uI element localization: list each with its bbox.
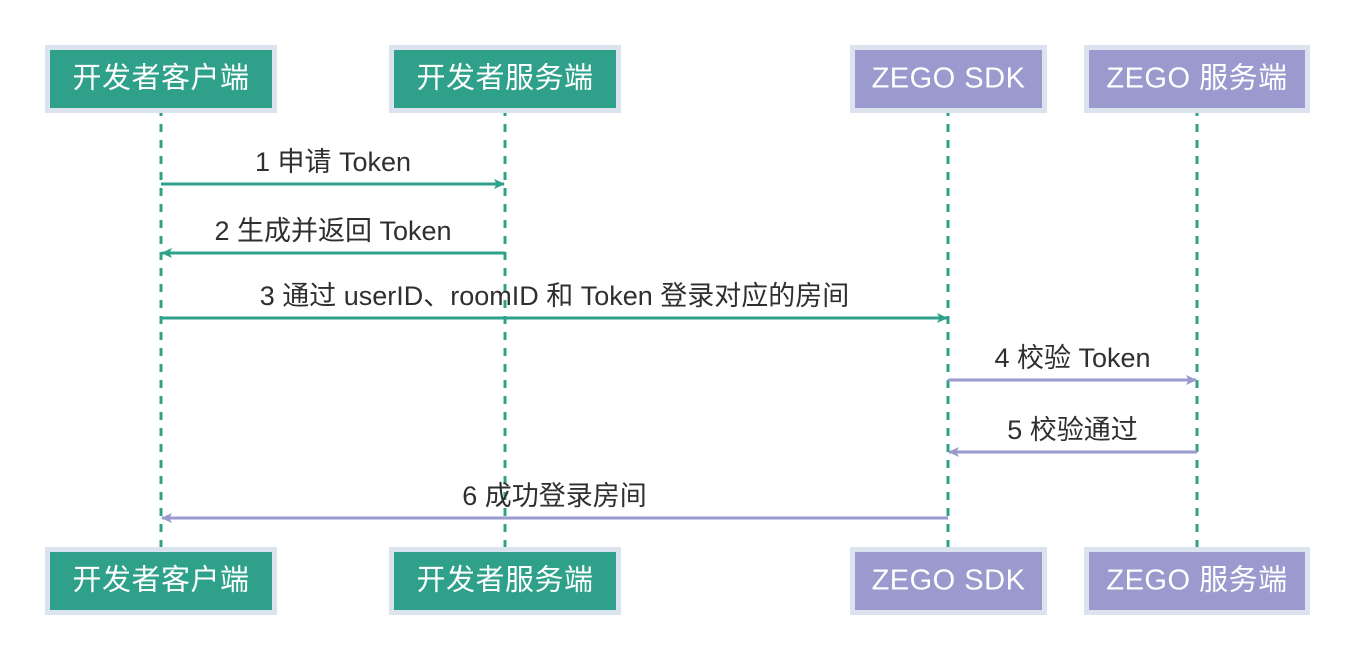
participant-box-fill xyxy=(50,552,272,610)
message-label-4: 4 校验 Token xyxy=(994,343,1150,373)
participant-label-dev-server: 开发者服务端 xyxy=(416,62,593,95)
participant-label-dev-client: 开发者客户端 xyxy=(72,564,249,597)
participant-zego-sdk-top[interactable]: ZEGO SDK xyxy=(850,45,1047,113)
message-6: 6 成功登录房间 xyxy=(161,481,948,523)
participant-label-zego-server: ZEGO 服务端 xyxy=(1106,62,1287,95)
participant-label-dev-server: 开发者服务端 xyxy=(416,564,593,597)
lifelines-group xyxy=(159,108,1199,552)
participant-label-zego-sdk: ZEGO SDK xyxy=(872,63,1026,95)
participant-box-fill xyxy=(855,552,1042,610)
participant-box-fill xyxy=(855,50,1042,108)
message-label-5: 5 校验通过 xyxy=(1007,415,1138,445)
participant-dev-server-bottom[interactable]: 开发者服务端 xyxy=(389,547,621,615)
participant-dev-client-bottom[interactable]: 开发者客户端 xyxy=(45,547,277,615)
participant-box-fill xyxy=(50,50,272,108)
participant-dev-server-top[interactable]: 开发者服务端 xyxy=(389,45,621,113)
participant-zego-server-bottom[interactable]: ZEGO 服务端 xyxy=(1084,547,1310,615)
participant-label-zego-server: ZEGO 服务端 xyxy=(1106,564,1287,597)
participant-box-fill xyxy=(394,552,616,610)
participant-box-fill xyxy=(1089,552,1305,610)
message-4: 4 校验 Token xyxy=(948,343,1197,385)
message-label-1: 1 申请 Token xyxy=(255,147,411,177)
participant-label-dev-client: 开发者客户端 xyxy=(72,62,249,95)
message-label-6: 6 成功登录房间 xyxy=(462,481,647,511)
participant-zego-server-top[interactable]: ZEGO 服务端 xyxy=(1084,45,1310,113)
message-3: 3 通过 userID、roomID 和 Token 登录对应的房间 xyxy=(161,281,948,323)
participant-box-fill xyxy=(1089,50,1305,108)
message-label-3: 3 通过 userID、roomID 和 Token 登录对应的房间 xyxy=(260,281,850,311)
message-label-2: 2 生成并返回 Token xyxy=(214,216,451,246)
message-2: 2 生成并返回 Token xyxy=(161,216,505,258)
participant-dev-client-top[interactable]: 开发者客户端 xyxy=(45,45,277,113)
message-5: 5 校验通过 xyxy=(948,415,1197,457)
participant-label-zego-sdk: ZEGO SDK xyxy=(872,565,1026,597)
messages-group: 1 申请 Token 2 生成并返回 Token 3 通过 userID、roomI… xyxy=(161,147,1197,523)
message-1: 1 申请 Token xyxy=(161,147,505,189)
participant-zego-sdk-bottom[interactable]: ZEGO SDK xyxy=(850,547,1047,615)
participant-box-fill xyxy=(394,50,616,108)
